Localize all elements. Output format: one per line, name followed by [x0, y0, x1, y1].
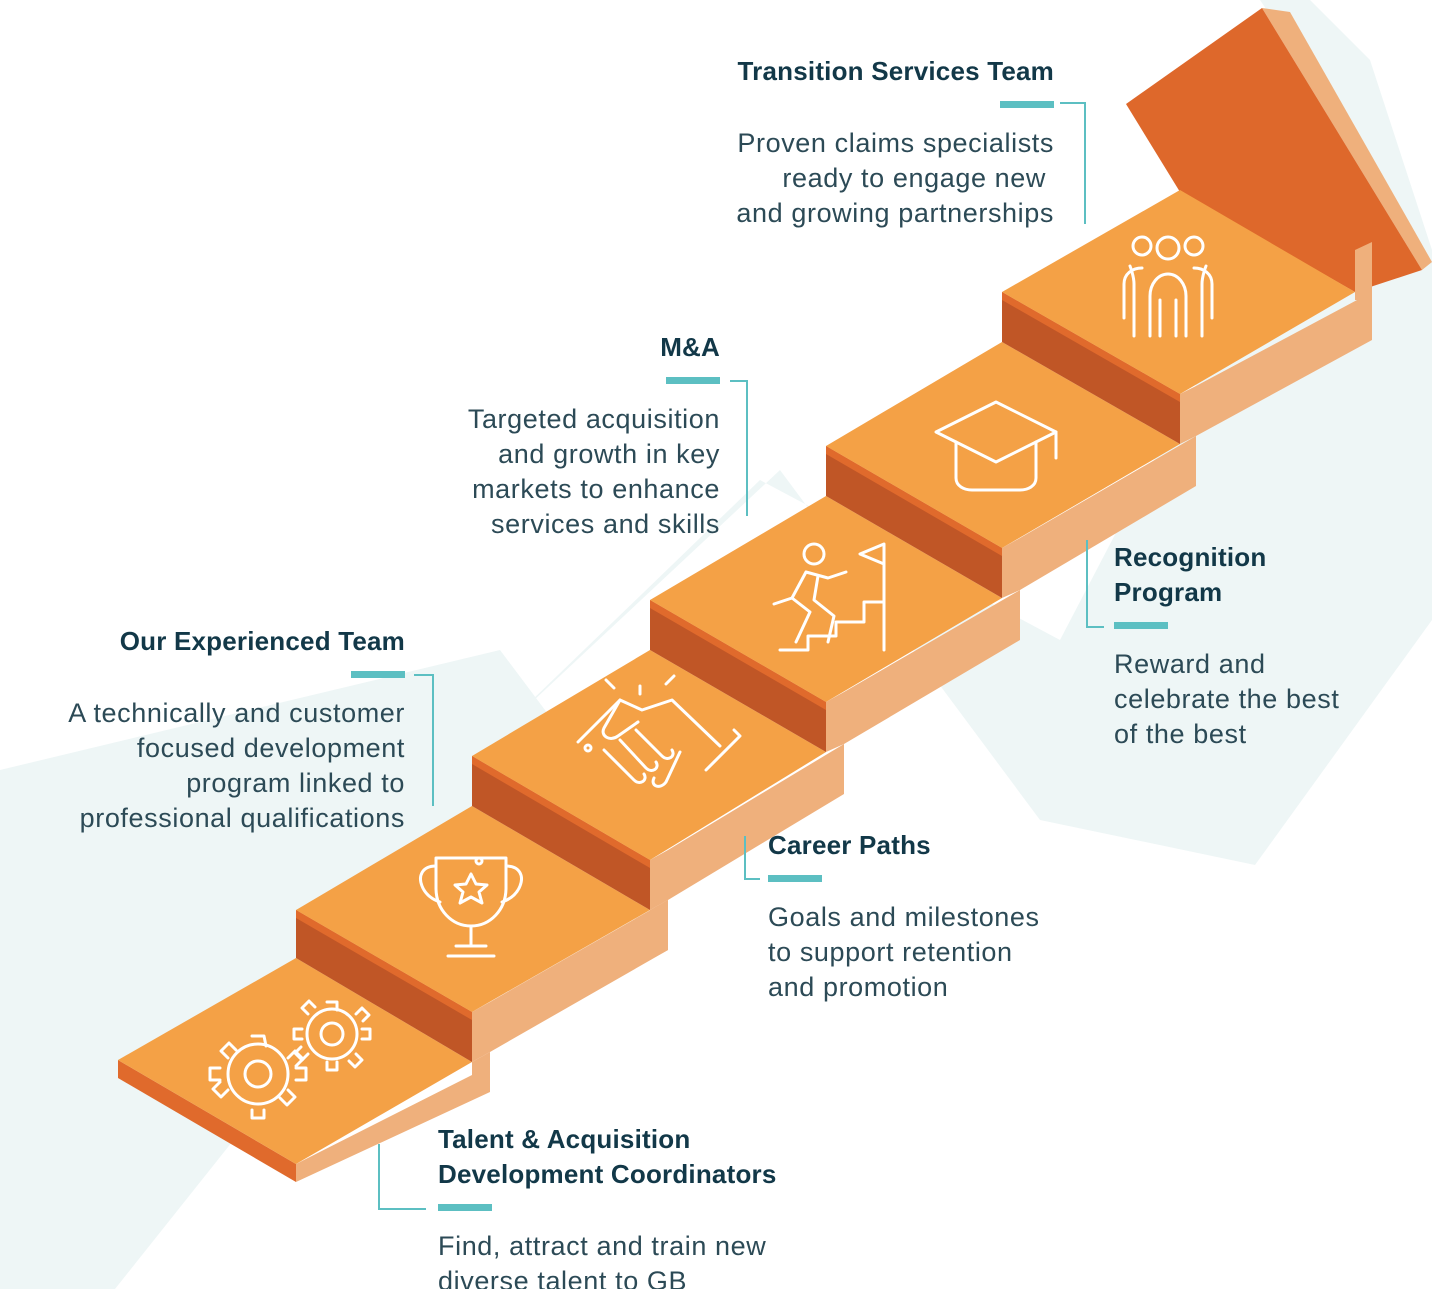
riser-2-side — [650, 850, 668, 910]
background-shape — [470, 0, 1432, 865]
callout-line: Find, attract and train new — [438, 1231, 767, 1261]
arrow-head-side — [1262, 8, 1432, 270]
step-1-top — [118, 958, 472, 1164]
step-4-top — [650, 496, 1002, 702]
riser-3-side — [826, 692, 844, 752]
step-6-side — [1196, 292, 1372, 436]
callout-line: focused development — [136, 733, 405, 763]
accent-bar — [1000, 101, 1054, 108]
arrow-head — [1126, 8, 1422, 292]
riser-4-side — [1002, 538, 1020, 598]
callout-title: Development Coordinators — [438, 1159, 777, 1189]
callout-transition-services: Transition Services Team Proven claims s… — [634, 54, 1054, 231]
accent-bar — [351, 671, 405, 678]
handshake-icon — [576, 674, 742, 788]
riser-2-lip — [472, 756, 650, 868]
step-4-side — [844, 590, 1020, 744]
accent-bar — [768, 875, 822, 882]
step-1-front-bottom — [118, 1060, 296, 1182]
riser-2 — [472, 756, 650, 910]
recognition-bracket — [1086, 540, 1104, 628]
callout-line: A technically and customer — [68, 698, 405, 728]
callout-title: Talent & Acquisition — [438, 1124, 691, 1154]
riser-5-side — [1180, 386, 1196, 444]
callout-line: professional qualifications — [79, 803, 405, 833]
callout-line: markets to enhance — [472, 474, 720, 504]
callout-line: Reward and — [1114, 649, 1266, 679]
climbing-to-flag-icon — [772, 542, 886, 652]
riser-4-lip — [826, 446, 1002, 556]
step-5-top — [826, 342, 1180, 548]
step-3-top — [472, 650, 826, 860]
callout-title: Program — [1114, 577, 1223, 607]
callout-line: and growing partnerships — [736, 198, 1054, 228]
callout-line: services and skills — [491, 509, 720, 539]
callout-title: Recognition — [1114, 542, 1267, 572]
callout-line: program linked to — [186, 768, 405, 798]
experienced-bracket — [414, 674, 434, 806]
callout-ma: M&A Targeted acquisition and growth in k… — [340, 330, 720, 542]
riser-2-side-low — [490, 900, 668, 1052]
callout-line: to support retention — [768, 937, 1013, 967]
step-6-side-right — [1355, 284, 1372, 300]
riser-3-lip — [650, 600, 826, 710]
graduation-cap-icon — [934, 400, 1058, 492]
riser-5 — [1002, 292, 1180, 444]
callout-career-paths: Career Paths Goals and milestones to sup… — [768, 828, 1108, 1005]
step-3-side — [668, 744, 844, 900]
callout-recognition-program: Recognition Program Reward and celebrate… — [1114, 540, 1414, 752]
riser-1 — [296, 910, 472, 1062]
step-6-top — [1002, 190, 1355, 394]
team-people-icon — [1122, 235, 1214, 338]
riser-3 — [650, 600, 826, 752]
callout-line: Goals and milestones — [768, 902, 1040, 932]
step-5-side — [1020, 436, 1196, 590]
accent-bar — [438, 1204, 492, 1211]
talent-bracket — [378, 1144, 426, 1210]
riser-1-side — [472, 1002, 490, 1062]
callout-line: Targeted acquisition — [467, 404, 720, 434]
callout-title: M&A — [660, 332, 720, 362]
career-bracket — [744, 836, 760, 880]
arrow-shaft-side — [1355, 242, 1372, 300]
callout-line: Proven claims specialists — [737, 128, 1054, 158]
callout-title: Our Experienced Team — [119, 626, 405, 656]
ma-bracket — [730, 380, 748, 516]
callout-talent-acquisition: Talent & Acquisition Development Coordin… — [438, 1122, 858, 1289]
callout-line: diverse talent to GB — [438, 1266, 688, 1289]
callout-title: Career Paths — [768, 830, 931, 860]
callout-title: Transition Services Team — [737, 56, 1054, 86]
gears-icon — [208, 999, 372, 1120]
callout-line: of the best — [1114, 719, 1247, 749]
accent-bar — [1114, 622, 1168, 629]
accent-bar — [666, 377, 720, 384]
callout-line: ready to engage new — [782, 163, 1046, 193]
riser-4 — [826, 446, 1002, 598]
riser-5-lip — [1002, 292, 1180, 402]
step-2-top — [296, 806, 650, 1012]
riser-1-lip — [296, 910, 472, 1020]
trophy-icon — [419, 856, 523, 958]
step-1-side — [296, 1052, 490, 1182]
transition-bracket — [1060, 102, 1086, 224]
callout-line: and promotion — [768, 972, 949, 1002]
callout-experienced-team: Our Experienced Team A technically and c… — [0, 624, 405, 836]
callout-line: and growth in key — [498, 439, 720, 469]
callout-line: celebrate the best — [1114, 684, 1340, 714]
